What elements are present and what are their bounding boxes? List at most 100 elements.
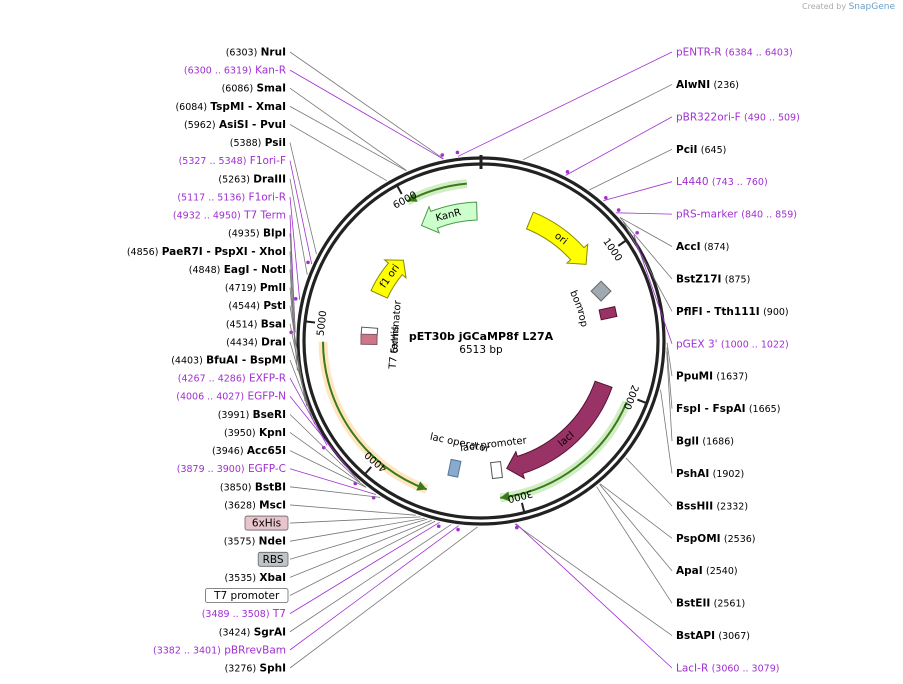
leader-line bbox=[289, 450, 367, 488]
feature-6xhis[interactable]: 6xHis bbox=[360, 326, 401, 354]
site-psii[interactable]: (5388) PsiI bbox=[230, 137, 286, 149]
site-ppumi[interactable]: PpuMI (1637) bbox=[676, 371, 748, 383]
label-name: EGFP-N bbox=[247, 391, 286, 403]
label-coord: (2332) bbox=[716, 501, 748, 512]
site-pshai[interactable]: PshAI (1902) bbox=[676, 468, 744, 480]
site-fspi-fspai[interactable]: FspI - FspAI (1665) bbox=[676, 403, 780, 415]
feature-tag-t7-promoter[interactable]: T7 promoter bbox=[204, 588, 289, 603]
primer-kan-r[interactable]: (6300 .. 6319) Kan-R bbox=[184, 65, 286, 77]
site-kpni[interactable]: (3950) KpnI bbox=[224, 427, 286, 439]
label-text: (3850) BstBI bbox=[220, 481, 286, 493]
primer-pbrrevbam[interactable]: (3382 .. 3401) pBRrevBam bbox=[153, 644, 286, 656]
site-pflfi-tth111i[interactable]: PflFI - Tth111I (900) bbox=[676, 306, 789, 318]
feature-tag-text: RBS bbox=[263, 554, 284, 566]
primer-f1ori-f[interactable]: (5327 .. 5348) F1ori-F bbox=[179, 155, 286, 167]
leader-line bbox=[603, 181, 673, 202]
site-asisi-pvui[interactable]: (5962) AsiSI - PvuI bbox=[184, 119, 286, 131]
primer-marker bbox=[306, 260, 310, 265]
site-apai[interactable]: ApaI (2540) bbox=[676, 565, 738, 577]
tick-mark bbox=[617, 239, 627, 247]
label-text: LacI-R (3060 .. 3079) bbox=[676, 663, 779, 675]
primer-l4440[interactable]: L4440 (743 .. 760) bbox=[676, 176, 768, 188]
label-coord: (4514) bbox=[226, 319, 258, 330]
primer-exfp-r[interactable]: (4267 .. 4286) EXFP-R bbox=[178, 373, 286, 385]
site-bseri[interactable]: (3991) BseRI bbox=[218, 409, 286, 421]
feature-lac-operator[interactable]: lac operator bbox=[429, 432, 491, 478]
feature-tag-rbs[interactable]: RBS bbox=[257, 551, 289, 567]
site-sgrai[interactable]: (3424) SgrAI bbox=[219, 626, 286, 638]
label-text: pBR322ori-F (490 .. 509) bbox=[676, 111, 800, 123]
site-bsteii[interactable]: BstEII (2561) bbox=[676, 598, 745, 610]
site-bgli[interactable]: BglI (1686) bbox=[676, 436, 734, 448]
orf-arrowhead bbox=[500, 491, 511, 502]
label-coord: (645) bbox=[701, 145, 727, 156]
site-bsai[interactable]: (4514) BsaI bbox=[226, 318, 286, 330]
site-ndei[interactable]: (3575) NdeI bbox=[224, 536, 286, 548]
site-bsshii[interactable]: BssHII (2332) bbox=[676, 500, 748, 512]
site-pmli[interactable]: (4719) PmlI bbox=[225, 282, 286, 294]
primer-pgex-3[interactable]: pGEX 3' (1000 .. 1022) bbox=[676, 338, 789, 350]
label-coord: (840 .. 859) bbox=[741, 210, 797, 221]
label-name: BseRI bbox=[253, 409, 286, 421]
primer-pbr322ori-f[interactable]: pBR322ori-F (490 .. 509) bbox=[676, 111, 800, 123]
label-name: BstZ17I bbox=[676, 273, 721, 285]
site-sphi[interactable]: (3276) SphI bbox=[225, 663, 286, 675]
site-psti[interactable]: (4544) PstI bbox=[228, 300, 286, 312]
leader-line bbox=[619, 217, 673, 280]
label-name: F1ori-R bbox=[249, 191, 286, 203]
primer-f1ori-r[interactable]: (5117 .. 5136) F1ori-R bbox=[177, 191, 286, 203]
label-name: pENTR-R bbox=[676, 47, 722, 59]
feature-laci[interactable]: lacI bbox=[506, 380, 613, 480]
label-name: EXFP-R bbox=[249, 373, 286, 385]
site-msci[interactable]: (3628) MscI bbox=[224, 499, 286, 511]
site-paer7i-pspxi-xhoi[interactable]: (4856) PaeR7I - PspXI - XhoI bbox=[127, 246, 286, 258]
primer-pentr-r[interactable]: pENTR-R (6384 .. 6403) bbox=[676, 47, 793, 59]
label-name: pBR322ori-F bbox=[676, 111, 741, 123]
label-name: EagI - NotI bbox=[224, 264, 286, 276]
label-coord: (4935) bbox=[228, 229, 260, 240]
label-text: (4719) PmlI bbox=[225, 282, 286, 294]
credit-prefix: Created by bbox=[802, 2, 847, 11]
site-acci[interactable]: AccI (874) bbox=[676, 241, 729, 253]
feature-kanr[interactable]: KanR bbox=[420, 201, 478, 234]
site-acc65i[interactable]: (3946) Acc65I bbox=[212, 445, 286, 457]
site-bstz17i[interactable]: BstZ17I (875) bbox=[676, 273, 750, 285]
site-blpi[interactable]: (4935) BlpI bbox=[228, 228, 286, 240]
label-coord: (4848) bbox=[189, 265, 221, 276]
primer-prs-marker[interactable]: pRS-marker (840 .. 859) bbox=[676, 209, 797, 221]
primer-egfp-n[interactable]: (4006 .. 4027) EGFP-N bbox=[176, 391, 286, 403]
site-bfuai-bspmi[interactable]: (4403) BfuAI - BspMI bbox=[171, 355, 286, 367]
feature-f1-ori[interactable]: f1 ori bbox=[370, 259, 407, 299]
label-coord: (490 .. 509) bbox=[744, 112, 800, 123]
primer-egfp-c[interactable]: (3879 .. 3900) EGFP-C bbox=[177, 463, 286, 475]
feature-marker bbox=[490, 460, 503, 480]
site-tspmi-xmai[interactable]: (6084) TspMI - XmaI bbox=[175, 101, 286, 113]
primer-laci-r[interactable]: LacI-R (3060 .. 3079) bbox=[676, 663, 779, 675]
label-coord: (4932 .. 4950) bbox=[173, 211, 241, 222]
site-nrui[interactable]: (6303) NruI bbox=[226, 47, 286, 59]
label-text: pGEX 3' (1000 .. 1022) bbox=[676, 338, 789, 350]
site-pspomi[interactable]: PspOMI (2536) bbox=[676, 533, 756, 545]
site-eagi-noti[interactable]: (4848) EagI - NotI bbox=[189, 264, 286, 276]
primer-marker bbox=[436, 524, 441, 529]
site-bstapi[interactable]: BstAPI (3067) bbox=[676, 630, 750, 642]
site-drai[interactable]: (4434) DraI bbox=[226, 336, 286, 348]
feature-ori[interactable]: ori bbox=[525, 211, 589, 265]
leader-line bbox=[289, 106, 407, 172]
leader-line bbox=[599, 483, 673, 539]
label-name: BglI bbox=[676, 436, 699, 448]
primer-t7[interactable]: (3489 .. 3508) T7 bbox=[202, 608, 286, 620]
feature-rop[interactable]: rop bbox=[575, 306, 618, 328]
site-draiii[interactable]: (5263) DraIII bbox=[218, 173, 286, 185]
primer-t7-term[interactable]: (4932 .. 4950) T7 Term bbox=[173, 210, 286, 222]
feature-tag-6xhis[interactable]: 6xHis bbox=[244, 515, 289, 531]
site-alwni[interactable]: AlwNI (236) bbox=[676, 79, 739, 91]
leader-line bbox=[619, 216, 673, 247]
feature-marker bbox=[590, 280, 612, 302]
label-coord: (875) bbox=[725, 274, 751, 285]
site-xbai[interactable]: (3535) XbaI bbox=[224, 572, 286, 584]
site-smai[interactable]: (6086) SmaI bbox=[222, 83, 286, 95]
label-name: LacI-R bbox=[676, 663, 708, 675]
site-pcii[interactable]: PciI (645) bbox=[676, 144, 726, 156]
site-bstbi[interactable]: (3850) BstBI bbox=[220, 481, 286, 493]
